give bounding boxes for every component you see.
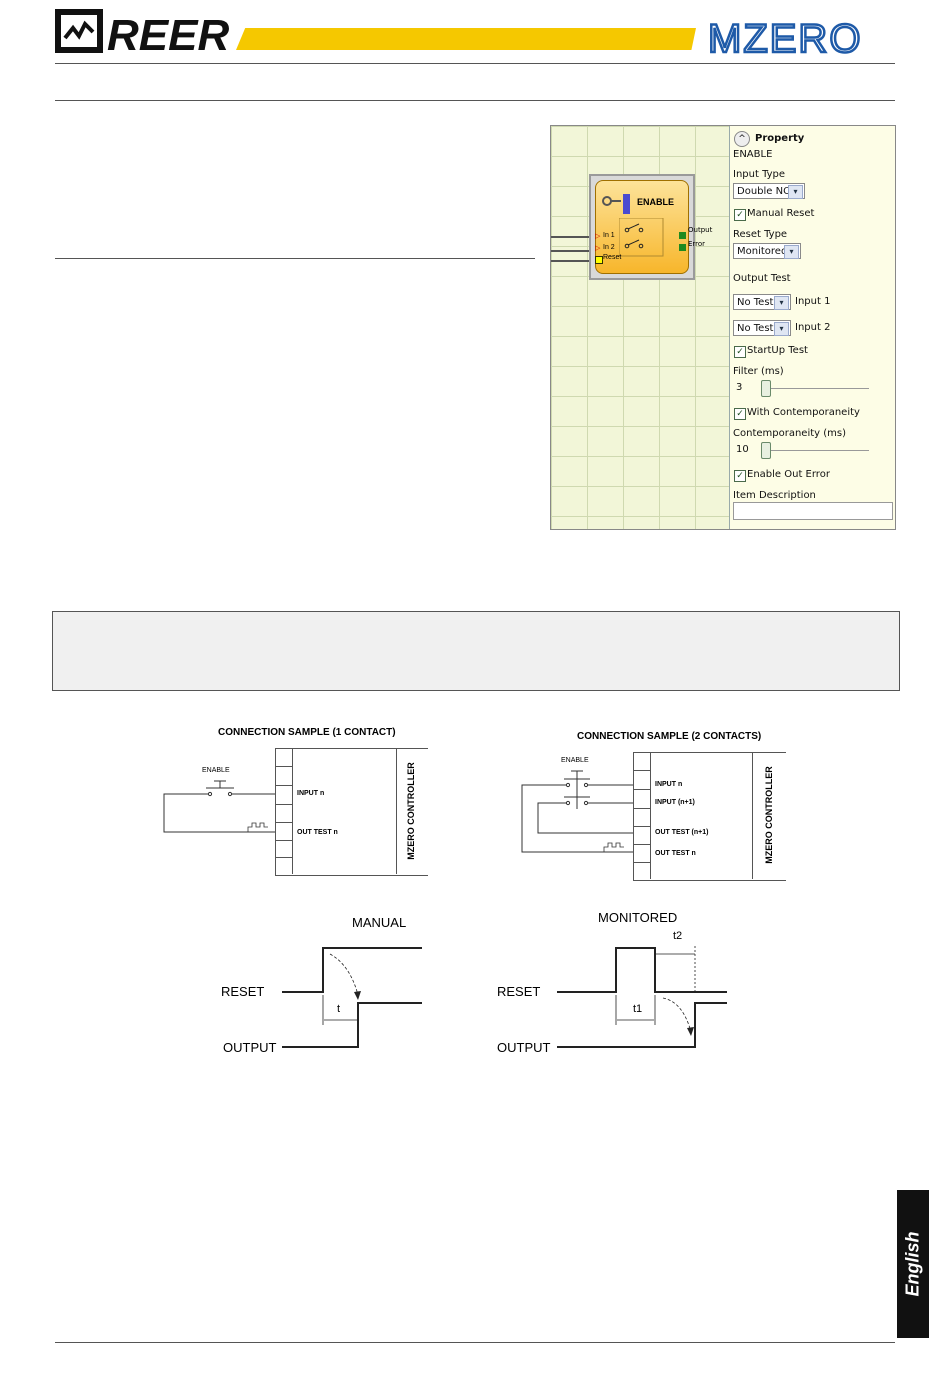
monitored-title: MONITORED	[598, 910, 678, 925]
mzero-logo: MZERO	[708, 18, 862, 58]
filter-slider-thumb[interactable]	[761, 380, 771, 397]
pin-output-label: Output	[688, 226, 713, 234]
footer-rule	[55, 1342, 895, 1343]
out-test-n-label-2: OUT TEST n	[655, 850, 696, 857]
monitored-output-label: OUTPUT	[497, 1040, 551, 1055]
enable-switch-label-2: ENABLE	[561, 757, 589, 764]
wiring-2	[521, 770, 633, 853]
collapse-icon[interactable]: ^	[734, 131, 750, 147]
wire-in2	[551, 250, 599, 252]
manual-reset-checkbox[interactable]: ✓	[734, 209, 746, 221]
filter-slider-track[interactable]	[761, 388, 869, 389]
block-label: ENABLE	[637, 197, 675, 207]
language-tab: English	[897, 1190, 929, 1338]
contemporaneity-slider-thumb[interactable]	[761, 442, 771, 459]
language-tab-label: English	[902, 1231, 923, 1297]
reset-type-select[interactable]: Monitored▾	[733, 243, 801, 259]
output-test-label: Output Test	[733, 273, 791, 284]
manual-reset-label: RESET	[221, 984, 265, 999]
property-subtitle: ENABLE	[733, 149, 773, 160]
wiring-1	[163, 780, 275, 833]
key-icon	[601, 194, 630, 214]
enable-out-error-checkbox[interactable]: ✓	[734, 470, 746, 482]
input-type-select[interactable]: Double NO▾	[733, 183, 805, 199]
subsection-rule	[55, 258, 535, 259]
monitored-t2-label: t2	[673, 930, 683, 942]
controller-label-2: MZERO CONTROLLER	[764, 766, 774, 864]
contemporaneity-checkbox[interactable]: ✓	[734, 408, 746, 420]
manual-reset-label: Manual Reset	[747, 208, 815, 219]
startup-test-label: StartUp Test	[747, 345, 808, 356]
sample1-title: CONNECTION SAMPLE (1 CONTACT)	[218, 727, 396, 738]
pin-reset[interactable]: Reset	[603, 254, 622, 261]
svg-text:REER: REER	[107, 11, 229, 56]
item-description-label: Item Description	[733, 490, 816, 501]
section-rule	[55, 100, 895, 101]
enable-switch-label: ENABLE	[202, 767, 230, 774]
controller-label-1: MZERO CONTROLLER	[406, 762, 416, 860]
pin-output-marker[interactable]	[679, 232, 686, 239]
manual-output-label: OUTPUT	[223, 1040, 277, 1055]
chevron-down-icon: ▾	[784, 245, 799, 259]
wire-reset	[551, 260, 599, 262]
out-test-n1-label: OUT TEST (n+1)	[655, 829, 709, 836]
reer-logo: REER	[55, 9, 229, 56]
note-box	[52, 611, 900, 691]
monitored-t1-label: t1	[633, 1003, 643, 1015]
property-panel-screenshot: ENABLE ▷ In 1 ▷ In 2 Reset Output Error …	[550, 125, 896, 530]
sample2-title: CONNECTION SAMPLE (2 CONTACTS)	[577, 731, 762, 742]
pin-in2[interactable]: In 2	[603, 244, 615, 251]
input-n-label-2: INPUT n	[655, 781, 683, 788]
output-test-1-label: Input 1	[795, 296, 831, 307]
header-rule	[55, 63, 895, 64]
chevron-down-icon: ▾	[788, 185, 803, 199]
svg-text:MZERO: MZERO	[708, 18, 862, 58]
controller-box-1	[275, 748, 428, 876]
monitored-waveform	[557, 946, 727, 1048]
pin-error-marker[interactable]	[679, 244, 686, 251]
property-title: Property	[755, 133, 805, 144]
output-test-1-select[interactable]: No Test▾	[733, 294, 791, 310]
startup-test-checkbox[interactable]: ✓	[734, 346, 746, 358]
manual-title: MANUAL	[352, 915, 407, 930]
chevron-down-icon: ▾	[774, 296, 789, 310]
input-n1-label: INPUT (n+1)	[655, 799, 695, 806]
contemporaneity-label: Contemporaneity (ms)	[733, 428, 846, 439]
filter-value: 3	[736, 382, 743, 393]
monitored-reset-label: RESET	[497, 984, 541, 999]
properties-pane: ^ Property ENABLE Input Type Double NO▾ …	[731, 126, 895, 529]
contemporaneity-value: 10	[736, 444, 749, 455]
enable-out-error-label: Enable Out Error	[747, 469, 830, 480]
output-test-2-label: Input 2	[795, 322, 831, 333]
enable-block[interactable]: ENABLE ▷ In 1 ▷ In 2 Reset	[589, 174, 695, 280]
chevron-down-icon: ▾	[774, 322, 789, 336]
contact-symbol	[619, 218, 664, 257]
manual-waveform	[282, 947, 422, 1048]
wire-in1	[551, 236, 599, 238]
pin-error-label: Error	[688, 240, 706, 248]
contemporaneity-slider-track[interactable]	[761, 450, 869, 451]
out-test-n-label: OUT TEST n	[297, 829, 338, 836]
item-description-input[interactable]	[733, 502, 893, 520]
output-test-2-select[interactable]: No Test▾	[733, 320, 791, 336]
header-accent-bar	[236, 28, 696, 50]
input-n-label: INPUT n	[297, 790, 325, 797]
controller-box-2	[633, 752, 786, 881]
manual-t-label: t	[337, 1003, 341, 1015]
input-type-label: Input Type	[733, 169, 786, 180]
contemporaneity-check-label: With Contemporaneity	[747, 407, 860, 418]
filter-label: Filter (ms)	[733, 366, 784, 377]
pin-in1[interactable]: In 1	[603, 232, 615, 239]
reset-type-label: Reset Type	[733, 229, 788, 240]
